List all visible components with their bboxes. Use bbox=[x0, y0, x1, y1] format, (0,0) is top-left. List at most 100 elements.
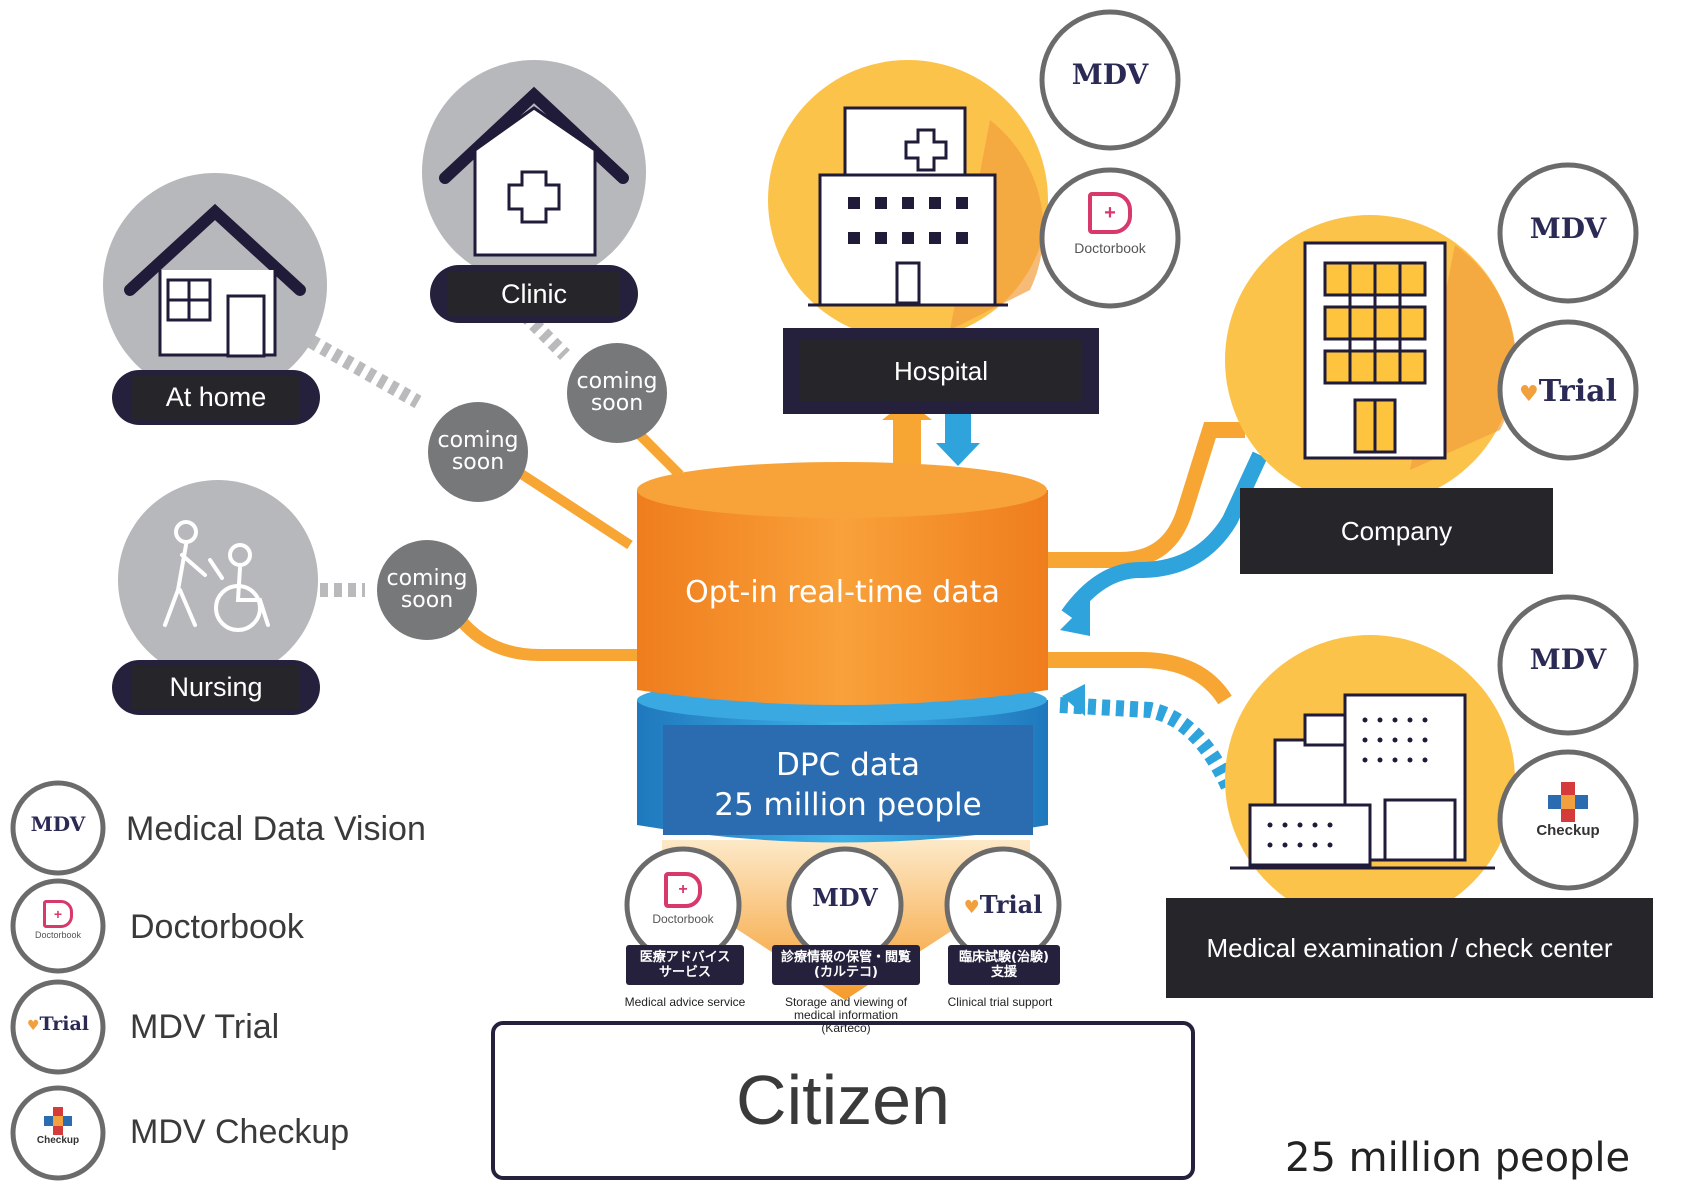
optin-data-label: Opt-in real-time data bbox=[685, 575, 1000, 610]
legend-label-doctorbook: Doctorbook bbox=[130, 908, 304, 946]
hospital-circle bbox=[768, 60, 1048, 340]
company-trial-badge bbox=[1497, 319, 1639, 461]
service-caption-karteco: Storage and viewing of medical informati… bbox=[784, 995, 908, 1035]
mdv-logo-text: MDV bbox=[1529, 212, 1607, 245]
dpc-data-label: DPC data 25 million people bbox=[663, 745, 1033, 825]
doctorbook-logo-text: Doctorbook bbox=[1074, 240, 1146, 256]
footer-total-label: 25 million people bbox=[1285, 1135, 1631, 1181]
doctorbook-d-glyph: + bbox=[664, 872, 702, 908]
mdv-logo-text: MDV bbox=[1529, 643, 1607, 676]
checkup-cross-glyph bbox=[44, 1107, 72, 1135]
exam-blue-dashed-line bbox=[1059, 697, 1238, 794]
checkup-logo-text: Checkup bbox=[36, 1135, 80, 1146]
coming-soon-text: soon bbox=[590, 391, 644, 416]
hospital-label: Hospital bbox=[800, 340, 1082, 402]
exam-orange-line bbox=[1040, 652, 1232, 705]
service-tag-advice: 医療アドバイス サービス bbox=[626, 945, 744, 985]
coming-soon-text: coming bbox=[437, 428, 519, 453]
nursing-orange-line bbox=[444, 601, 640, 661]
doctorbook-logo-text: Doctorbook bbox=[34, 930, 82, 940]
orange-layer bbox=[637, 490, 1048, 705]
clinic-dotted-line bbox=[520, 310, 570, 360]
company-mdv-badge bbox=[1497, 162, 1639, 304]
hospital-mdv-badge bbox=[1039, 9, 1181, 151]
coming-soon-home: coming soon bbox=[428, 402, 528, 502]
company-blue-arrowhead bbox=[1060, 600, 1090, 636]
service-tag-line: (カルテコ) bbox=[814, 965, 878, 980]
dpc-line-2: 25 million people bbox=[714, 787, 982, 823]
service-tag-karteco: 診療情報の保管・閲覧 (カルテコ) bbox=[772, 945, 920, 985]
up-arrow bbox=[882, 400, 932, 470]
doctorbook-logo-icon: + Doctorbook bbox=[23, 900, 93, 940]
mdv-logo-text: MDV bbox=[30, 812, 86, 836]
dpc-line-1: DPC data bbox=[776, 747, 920, 783]
legend-label-mdv: Medical Data Vision bbox=[126, 810, 426, 848]
clinic-circle bbox=[422, 60, 646, 284]
hospital-arrows bbox=[882, 400, 980, 470]
doctorbook-logo-icon: + Doctorbook bbox=[638, 872, 728, 926]
company-orange-line bbox=[1040, 422, 1245, 568]
at-home-label: At home bbox=[132, 376, 300, 419]
citizen-label: Citizen bbox=[736, 1061, 950, 1139]
mdv-trial-logo-icon: ♥Trial bbox=[18, 1013, 98, 1035]
service-tag-line: 診療情報の保管・閲覧 bbox=[780, 950, 911, 965]
legend-label-checkup: MDV Checkup bbox=[130, 1113, 350, 1151]
coming-soon-text: soon bbox=[451, 450, 505, 475]
checkup-cross-glyph bbox=[1548, 782, 1588, 822]
mdv-logo-icon: MDV bbox=[800, 883, 890, 912]
service-tag-line: 臨床試験(治験) bbox=[959, 950, 1049, 965]
exam-center-circle bbox=[1225, 635, 1515, 925]
doctorbook-logo-text: Doctorbook bbox=[652, 912, 714, 926]
coming-soon-text: soon bbox=[400, 588, 454, 613]
trial-leaf-icon: ♥ bbox=[26, 1018, 40, 1034]
mdv-logo-icon: MDV bbox=[23, 812, 93, 836]
trial-logo-text: Trial bbox=[39, 1013, 90, 1035]
legend-mdv-badge bbox=[10, 780, 106, 876]
dpc-box bbox=[663, 725, 1033, 835]
nursing-circle bbox=[118, 480, 318, 680]
mdv-logo-icon: MDV bbox=[1065, 58, 1155, 91]
home-dotted-line bbox=[296, 328, 422, 409]
down-arrow bbox=[936, 412, 980, 466]
logo-badges bbox=[10, 9, 1639, 1181]
service-tag-line: 支援 bbox=[990, 965, 1017, 980]
coming-soon-text: coming bbox=[386, 566, 468, 591]
doctorbook-d-glyph: + bbox=[43, 900, 73, 928]
mdv-logo-text: MDV bbox=[812, 883, 878, 912]
doctorbook-d-glyph: + bbox=[1088, 192, 1132, 234]
company-circle bbox=[1225, 215, 1517, 505]
company-label: Company bbox=[1240, 488, 1553, 574]
service-tag-line: 医療アドバイス bbox=[639, 950, 731, 965]
mdv-logo-icon: MDV bbox=[1523, 212, 1613, 245]
doctorbook-logo-icon: + Doctorbook bbox=[1060, 192, 1160, 256]
mdv-trial-logo-icon: ♥Trial bbox=[1518, 374, 1618, 409]
coming-soon-text: coming bbox=[576, 369, 658, 394]
trial-leaf-icon: ♥ bbox=[963, 897, 980, 918]
exam-blue-arrowhead bbox=[1062, 684, 1085, 716]
trial-leaf-icon: ♥ bbox=[1519, 381, 1539, 407]
exam-center-label: Medical examination / check center bbox=[1166, 898, 1653, 998]
service-caption-advice: Medical advice service bbox=[624, 995, 746, 1009]
at-home-circle bbox=[103, 173, 327, 397]
mdv-logo-icon: MDV bbox=[1523, 643, 1613, 676]
citizen-box bbox=[491, 1021, 1195, 1180]
database-cylinder bbox=[637, 462, 1048, 843]
legend-label-trial: MDV Trial bbox=[130, 1008, 280, 1046]
legend-trial-badge bbox=[10, 979, 106, 1075]
trial-logo-text: Trial bbox=[979, 890, 1043, 919]
company-blue-line bbox=[1061, 451, 1268, 620]
mdv-logo-text: MDV bbox=[1071, 58, 1149, 91]
nursing-label: Nursing bbox=[132, 666, 300, 709]
clinic-label: Clinic bbox=[448, 272, 620, 316]
coming-soon-clinic: coming soon bbox=[567, 343, 667, 443]
coming-soon-nursing: coming soon bbox=[377, 540, 477, 640]
service-tag-trial: 臨床試験(治験) 支援 bbox=[948, 945, 1060, 985]
checkup-logo-icon: Checkup bbox=[23, 1107, 93, 1146]
checkup-logo-text: Checkup bbox=[1536, 822, 1600, 839]
checkup-logo-icon: Checkup bbox=[1523, 782, 1613, 839]
trial-logo-text: Trial bbox=[1538, 374, 1617, 409]
mdv-trial-logo-icon: ♥Trial bbox=[955, 890, 1051, 919]
exam-mdv-badge bbox=[1497, 594, 1639, 736]
